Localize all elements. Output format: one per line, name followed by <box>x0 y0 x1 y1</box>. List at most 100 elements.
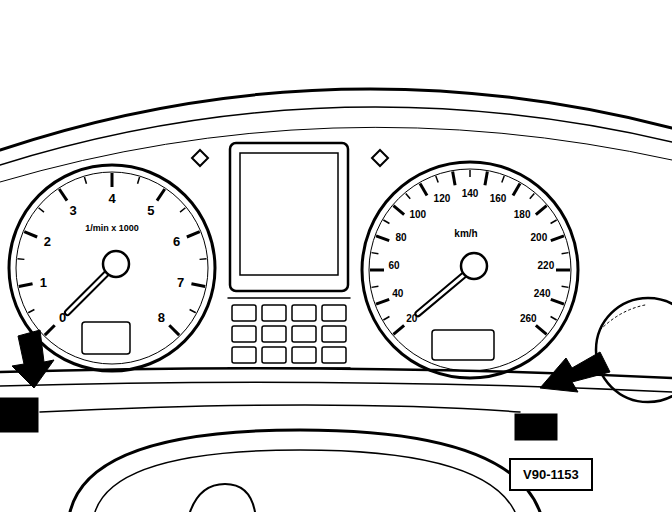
dial-tick <box>39 208 44 212</box>
dial-tick <box>19 284 33 287</box>
odometer-window <box>432 330 494 360</box>
tachometer-unit: 1/min x 1000 <box>85 224 139 233</box>
dial-tick <box>556 269 570 272</box>
tachometer-number: 1 <box>40 275 47 288</box>
dial-tick <box>372 253 379 254</box>
dial-needle <box>67 268 112 313</box>
odometer-window <box>82 322 130 354</box>
steering-wheel <box>70 430 540 512</box>
tachometer-number: 6 <box>173 235 180 248</box>
speedometer-number: 60 <box>389 261 400 271</box>
dial-tick <box>17 258 24 260</box>
dial-tick <box>45 325 55 335</box>
dial-tick <box>370 269 384 272</box>
tachometer-number: 0 <box>59 311 66 324</box>
dial-tick <box>420 183 427 195</box>
auxiliary-gauge <box>596 298 672 402</box>
dial-tick <box>24 232 37 237</box>
dial-tick <box>453 172 455 186</box>
dial-rim <box>362 162 578 378</box>
tachometer-number: 8 <box>158 311 165 324</box>
speedometer-number: 260 <box>520 314 537 324</box>
dial-tick <box>562 286 569 287</box>
dial-tick <box>138 177 140 184</box>
indicator-diamond <box>372 150 388 166</box>
dashboard-outline <box>0 89 672 150</box>
dial-tick <box>551 236 564 241</box>
needle-hub <box>103 251 129 277</box>
dial-tick <box>111 173 114 187</box>
speedometer-number: 20 <box>406 314 417 324</box>
steering-wheel <box>95 450 515 512</box>
warning-lamp-grid <box>232 305 346 363</box>
needle-hub <box>461 253 487 279</box>
dial-needle <box>67 268 112 313</box>
dial-tick <box>190 309 196 312</box>
speedometer-number: 80 <box>396 233 407 243</box>
dashboard-outline <box>0 127 672 182</box>
dial-tick <box>157 189 165 201</box>
speedometer-number: 200 <box>531 233 548 243</box>
retaining-clip <box>0 398 38 432</box>
dial-tick <box>502 176 504 183</box>
dial-tick <box>485 172 487 186</box>
dial-tick <box>551 317 557 321</box>
speedometer-number: 220 <box>538 261 555 271</box>
tachometer-number: 3 <box>69 203 76 216</box>
dial-tick <box>200 258 207 260</box>
display-screen <box>240 153 338 275</box>
figure-number-box: V90-1153 <box>509 458 593 491</box>
figure-number: V90-1153 <box>523 468 579 481</box>
dial-tick <box>393 206 404 215</box>
dial-ring <box>16 172 208 364</box>
dial-tick <box>383 220 389 224</box>
tachometer-number: 5 <box>147 203 154 216</box>
trim-line <box>40 405 520 412</box>
tachometer-number: 2 <box>44 235 51 248</box>
speedometer-number: 40 <box>392 289 403 299</box>
dial-tick <box>376 299 389 304</box>
removal-arrow <box>12 330 54 388</box>
dial-tick <box>59 189 67 201</box>
dial-tick <box>513 183 520 195</box>
speedometer-number: 160 <box>490 194 507 204</box>
dial-tick <box>191 284 205 287</box>
display-frame <box>228 298 350 368</box>
dial-tick <box>169 325 179 335</box>
dial-needle <box>418 270 470 314</box>
dial-tick <box>536 206 547 215</box>
removal-arrow <box>540 352 610 392</box>
dial-tick <box>551 220 557 224</box>
dial-tick <box>406 193 410 198</box>
tachometer-number: 7 <box>177 275 184 288</box>
auxiliary-gauge-scale <box>600 305 645 330</box>
dial-tick <box>376 236 389 241</box>
dial-tick <box>562 253 569 254</box>
speedometer-number: 240 <box>534 289 551 299</box>
center-display <box>230 143 348 291</box>
indicator-diamond <box>192 150 208 166</box>
dial-tick <box>84 177 86 184</box>
dial-tick <box>180 208 185 212</box>
dial-tick <box>372 286 379 287</box>
dial-tick <box>383 317 389 321</box>
retaining-clip <box>515 414 557 440</box>
tachometer-number: 4 <box>108 192 115 205</box>
dial-tick <box>187 232 200 237</box>
speedometer-number: 180 <box>514 210 531 220</box>
dial-tick <box>530 193 534 198</box>
dial-needle <box>418 270 470 314</box>
dial-tick <box>436 176 438 183</box>
speedometer-number: 120 <box>434 194 451 204</box>
dial-ring <box>369 169 571 371</box>
speedometer-unit: km/h <box>454 229 477 239</box>
speedometer-number: 140 <box>462 189 479 199</box>
steering-hub <box>190 484 255 512</box>
dial-tick <box>469 170 471 177</box>
dial-tick <box>28 309 34 312</box>
speedometer-number: 100 <box>410 210 427 220</box>
dial-tick <box>536 325 547 334</box>
